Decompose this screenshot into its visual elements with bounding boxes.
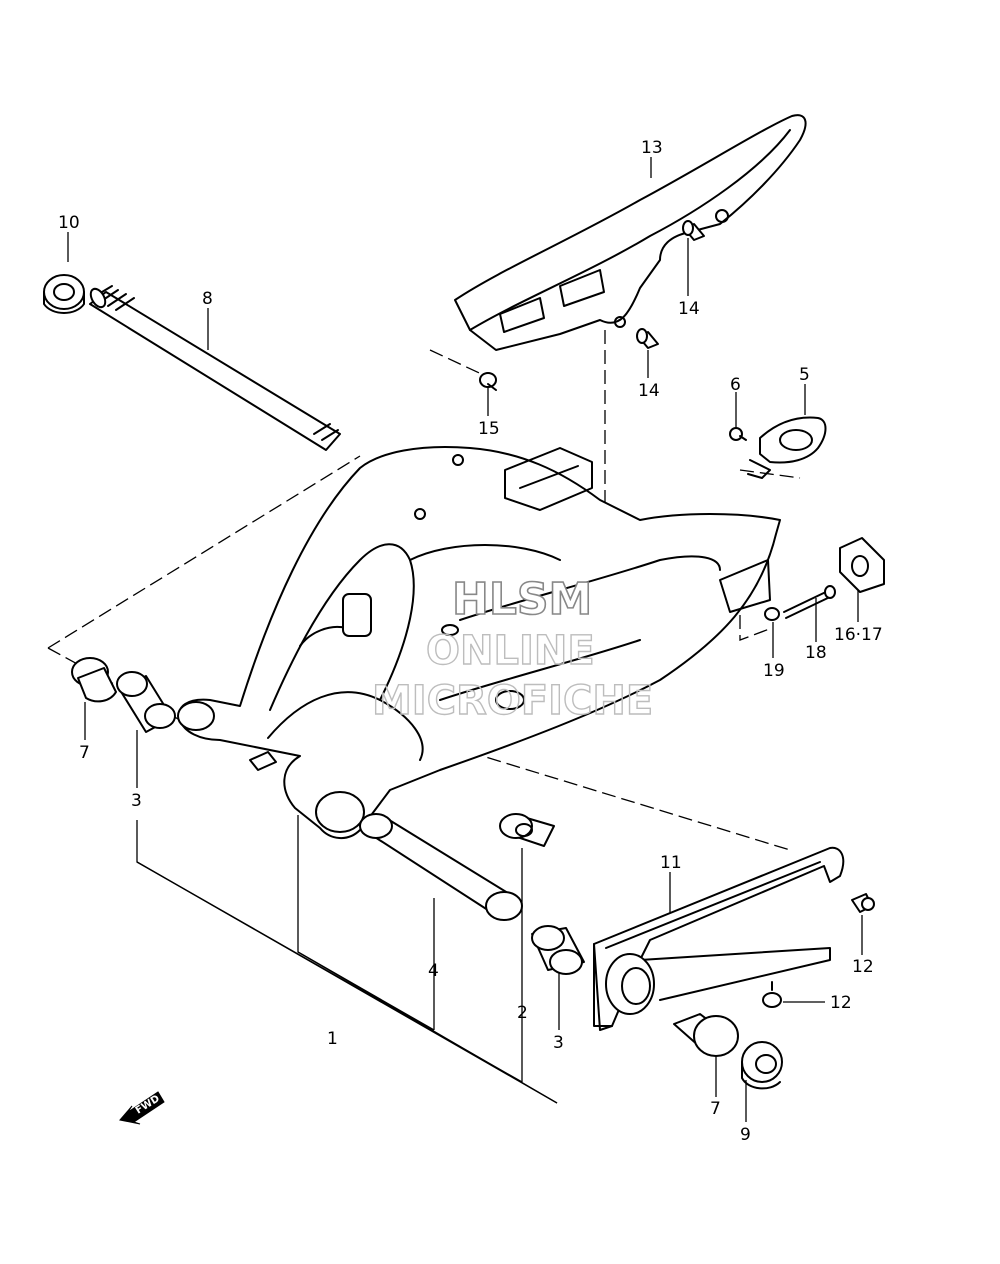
adjuster-block-16 <box>839 537 885 593</box>
callout-15: 15 <box>478 419 500 439</box>
spacer-tube <box>359 813 523 921</box>
rivet-15 <box>479 372 497 391</box>
watermark-line-3: MICROFICHE <box>372 678 653 724</box>
callout-19: 19 <box>763 661 785 681</box>
bolt-14b <box>636 328 659 349</box>
callout-9: 9 <box>740 1125 751 1145</box>
pivot-nut <box>43 274 85 314</box>
callout-14-upper: 14 <box>678 299 700 319</box>
callout-18: 18 <box>805 643 827 663</box>
screw-6 <box>729 427 747 441</box>
bearing-right <box>531 925 585 975</box>
bolt-12b <box>762 981 782 1008</box>
callout-12-lower: 12 <box>830 993 852 1013</box>
adjuster-bolt-18 <box>783 585 836 619</box>
callout-2: 2 <box>517 1003 528 1023</box>
callout-12-upper: 12 <box>852 957 874 977</box>
washer-19 <box>764 607 780 621</box>
chain-case <box>454 114 807 351</box>
callout-16-17: 16·17 <box>834 625 883 645</box>
callouts: 1 2 3 3 4 5 6 7 7 8 9 10 11 12 12 13 14 … <box>58 138 883 1145</box>
callout-1: 1 <box>327 1029 338 1049</box>
callout-7-left: 7 <box>79 743 90 763</box>
pivot-nut-right <box>741 1041 783 1090</box>
chain-buffer <box>593 846 845 1031</box>
bolt-12a <box>851 893 875 913</box>
callout-3-right: 3 <box>553 1033 564 1053</box>
callout-14-lower: 14 <box>638 381 660 401</box>
needle-bearing <box>499 813 555 847</box>
pivot-shaft <box>89 285 341 451</box>
callout-7-right: 7 <box>710 1099 721 1119</box>
chain-adjuster-5 <box>747 416 827 479</box>
callout-3-left: 3 <box>131 791 142 811</box>
callout-10: 10 <box>58 213 80 233</box>
watermark-line-1: HLSM <box>452 574 592 625</box>
leader-lines <box>67 157 863 1122</box>
swing-arm <box>177 445 781 839</box>
collar-left <box>71 657 117 703</box>
callout-11: 11 <box>660 853 682 873</box>
bolt-14a <box>682 220 705 241</box>
callout-4: 4 <box>428 961 439 981</box>
callout-8: 8 <box>202 289 213 309</box>
fwd-arrow-icon: FWD <box>119 1091 165 1125</box>
bearing-left <box>116 671 176 733</box>
watermark: HLSM ONLINE MICROFICHE <box>371 573 654 725</box>
watermark-line-2: ONLINE <box>426 628 595 674</box>
callout-5: 5 <box>799 365 810 385</box>
callout-13: 13 <box>641 138 663 158</box>
callout-6: 6 <box>730 375 741 395</box>
collar-right <box>673 1013 739 1057</box>
